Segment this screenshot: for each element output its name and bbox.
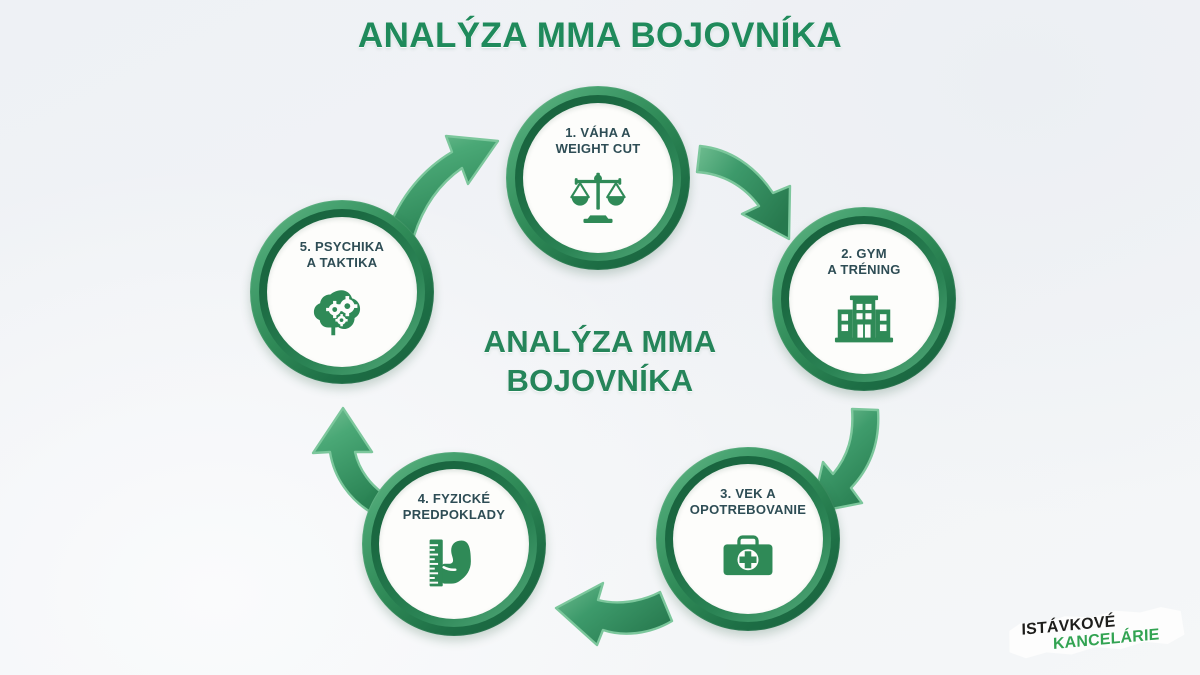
center-label-line-2: BOJOVNÍKA bbox=[506, 363, 694, 399]
cycle-node-1[interactable]: 1. VÁHA A WEIGHT CUT bbox=[506, 86, 690, 270]
node-disc: 4. FYZICKÉ PREDPOKLADY bbox=[379, 469, 529, 619]
center-label-line-1: ANALÝZA MMA bbox=[483, 324, 717, 359]
node-disc: 5. PSYCHIKA A TAKTIKA bbox=[267, 217, 417, 367]
arrow-5-to-1 bbox=[384, 134, 500, 238]
brain-gears-icon bbox=[310, 278, 374, 342]
cycle-node-4[interactable]: 4. FYZICKÉ PREDPOKLADY bbox=[362, 452, 546, 636]
cycle-node-2[interactable]: 2. GYM A TRÉNING bbox=[772, 207, 956, 391]
balance-scale-icon bbox=[566, 164, 630, 228]
logo-text: ISTÁVKOVÉ KANCELÁRIE bbox=[1006, 602, 1185, 662]
node-disc: 1. VÁHA A WEIGHT CUT bbox=[523, 103, 673, 253]
center-label: ANALÝZA MMA BOJOVNÍKA bbox=[420, 322, 780, 400]
page-title: ANALÝZA MMA BOJOVNÍKA bbox=[357, 16, 843, 55]
cycle-node-2-label: 2. GYM A TRÉNING bbox=[827, 246, 901, 277]
cycle-node-4-label: 4. FYZICKÉ PREDPOKLADY bbox=[402, 491, 506, 522]
node-disc: 3. VEK A OPOTREBOVANIE bbox=[673, 464, 823, 614]
cycle-node-5-label: 5. PSYCHIKA A TAKTIKA bbox=[299, 239, 385, 270]
first-aid-kit-icon bbox=[716, 525, 780, 589]
cycle-node-1-label: 1. VÁHA A WEIGHT CUT bbox=[555, 125, 641, 156]
gym-building-icon bbox=[832, 285, 896, 349]
ruler-bicep-icon bbox=[422, 530, 486, 594]
cycle-node-3[interactable]: 3. VEK A OPOTREBOVANIE bbox=[656, 447, 840, 631]
cycle-node-3-label: 3. VEK A OPOTREBOVANIE bbox=[689, 486, 807, 517]
arrow-1-to-2 bbox=[695, 144, 792, 241]
cycle-node-5[interactable]: 5. PSYCHIKA A TAKTIKA bbox=[250, 200, 434, 384]
arrow-3-to-4 bbox=[554, 581, 674, 647]
brand-logo[interactable]: ISTÁVKOVÉ KANCELÁRIE bbox=[1008, 604, 1188, 662]
node-disc: 2. GYM A TRÉNING bbox=[789, 224, 939, 374]
